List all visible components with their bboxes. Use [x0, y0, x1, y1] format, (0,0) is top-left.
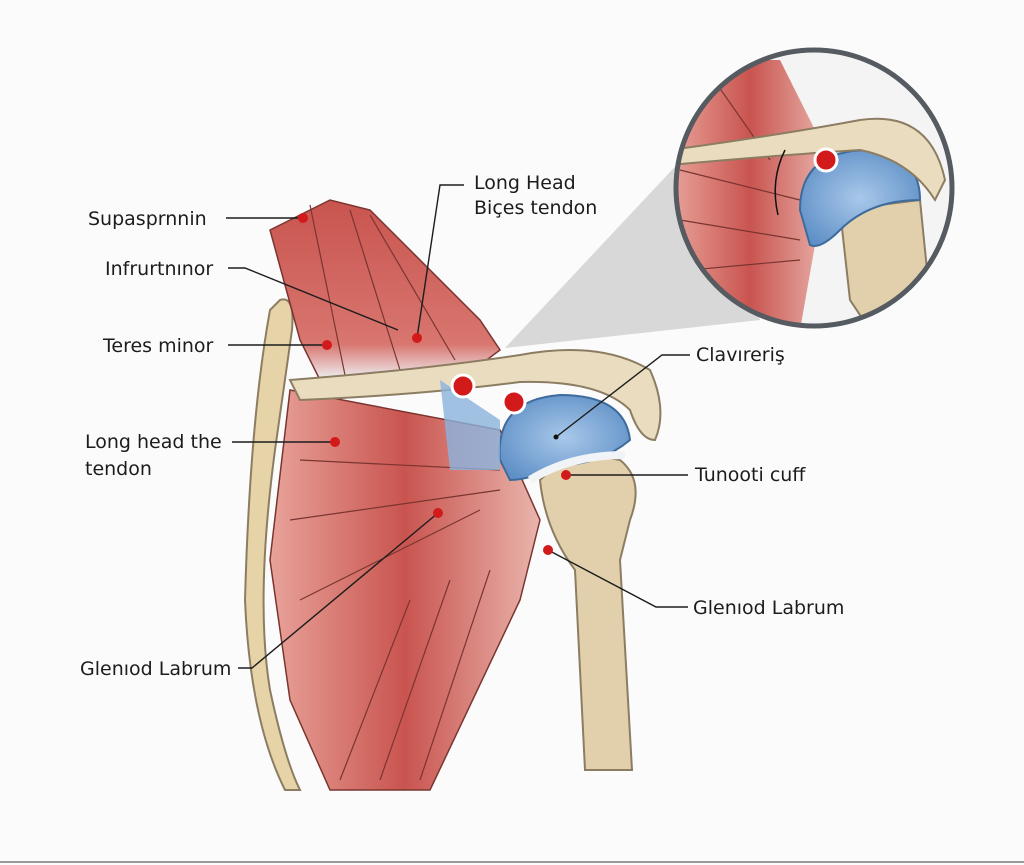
clavicle-bone — [288, 349, 662, 442]
inset-ring — [673, 47, 955, 329]
label-supraspinatus: Supasprnnin — [88, 208, 207, 230]
label-long-head-line1: Long head the — [85, 431, 222, 453]
leader-lines — [226, 184, 690, 669]
label-long-head-line2: tendon — [85, 458, 152, 480]
label-teres-minor: Teres minor — [103, 335, 214, 357]
label-clavicle: Clavıreriş — [696, 344, 785, 366]
inset-magnified-view — [678, 52, 950, 324]
markers — [298, 147, 839, 555]
label-biceps-line2: Biçes tendon — [474, 197, 598, 219]
upper-muscles — [269, 199, 502, 381]
label-glenoid-labrum-right: Glenıod Labrum — [693, 597, 845, 619]
label-rotator-cuff: Tunooti cuff — [695, 464, 806, 486]
humerus-bone — [538, 456, 637, 771]
label-glenoid-labrum-left: Glenıod Labrum — [80, 658, 232, 680]
label-infraspinatus: Infrurtnınor — [105, 258, 214, 280]
scapula-bone — [243, 298, 302, 791]
label-biceps-line1: Long Head — [474, 172, 576, 194]
bottom-border — [0, 861, 1024, 863]
